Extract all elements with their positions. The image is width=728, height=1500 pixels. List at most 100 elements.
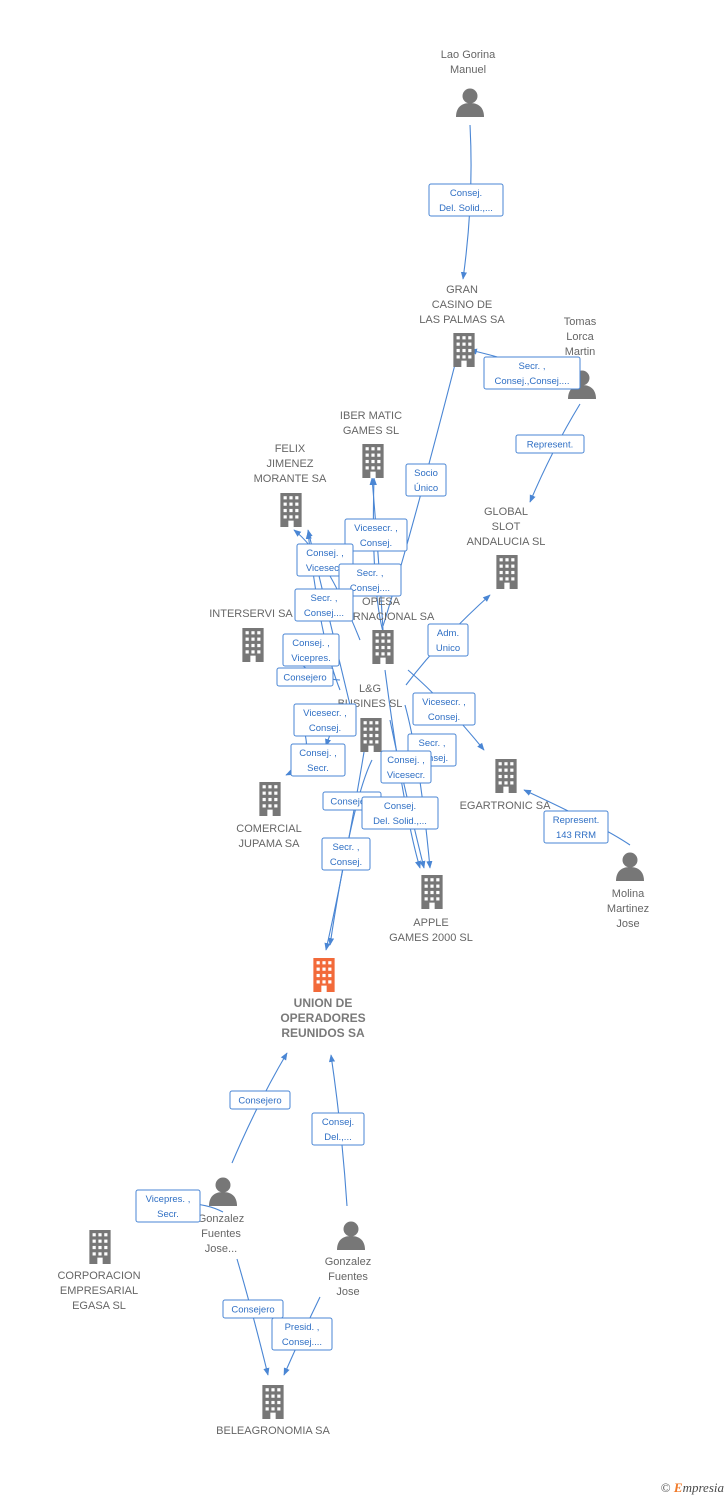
node-label-line: REUNIDOS SA <box>281 1026 365 1040</box>
edge-role-label[interactable]: Consejero <box>222 1299 284 1319</box>
edge-label-text: Vicesecr. <box>387 770 425 781</box>
edge-role-label[interactable]: Consej.Del. Solid.,... <box>428 183 504 217</box>
edge-label-box <box>294 588 354 622</box>
edge-label-box <box>380 750 432 784</box>
edge-label-box <box>282 633 340 667</box>
edge-role-label[interactable]: Vicesecr. ,Consej. <box>412 692 476 726</box>
edge-role-label[interactable]: Presid. , Consej.... <box>271 1317 333 1351</box>
edge-role-label[interactable]: Vicesecr. ,Consej. <box>293 703 357 737</box>
edge-role-label[interactable]: Vicepres. ,Secr. <box>135 1189 201 1223</box>
edge-label-box <box>361 796 439 830</box>
edge-label-box <box>543 810 609 844</box>
edge-label-box <box>338 563 402 597</box>
node-label-line: Jose <box>616 918 639 930</box>
node-label-line: Jose... <box>205 1243 237 1255</box>
edge-label-box <box>290 743 346 777</box>
edge-label-text: Del. Solid.,... <box>439 203 493 214</box>
edges-layer <box>165 124 631 1376</box>
edge-role-label[interactable]: Secr. , Consej. <box>321 837 371 871</box>
edge-label-text: Consej. <box>330 857 362 868</box>
person-node-gfj1[interactable]: GonzalezFuentesJose... <box>198 1177 244 1256</box>
building-icon <box>421 875 443 909</box>
node-label-line: MORANTE SA <box>254 473 327 485</box>
edge-role-label[interactable]: Vicesecr. ,Consej. <box>344 518 408 552</box>
edge-label-text: Secr. <box>157 1209 179 1220</box>
edge-role-label[interactable]: Represent.143 RRM <box>543 810 609 844</box>
edge-label-text: Consejero <box>238 1096 281 1107</box>
edge-label-box <box>483 356 581 390</box>
person-icon <box>209 1177 237 1206</box>
edge-label-text: Consejero <box>283 673 326 684</box>
edge-label-box <box>271 1317 333 1351</box>
edge-label-box <box>229 1090 291 1110</box>
edge-role-label[interactable]: Consej. ,Vicepres. <box>282 633 340 667</box>
building-icon <box>89 1230 111 1264</box>
building-icon <box>360 718 382 752</box>
edge-role-label[interactable]: Consej. ,Vicesecr. <box>380 750 432 784</box>
building-icon <box>262 1385 284 1419</box>
node-label-line: Tomas <box>564 316 597 328</box>
edge-role-label[interactable]: Secr. ,Consej.,Consej.... <box>483 356 581 390</box>
edge-label-text: Consejero <box>330 797 373 808</box>
edge-role-label[interactable]: Consejero <box>229 1090 291 1110</box>
edge-label-text: Vicesecr. , <box>303 708 347 719</box>
node-label-line: APPLE <box>413 917 448 929</box>
edge-label-text: Secr. , <box>519 361 546 372</box>
edge-role-label[interactable]: Consej. ,Secr. <box>290 743 346 777</box>
edge-label-text: Presid. , <box>285 1322 320 1333</box>
node-label-line: GLOBAL <box>484 506 528 518</box>
edge-label-text: Consej.... <box>350 583 390 594</box>
node-label-line: EMPRESARIAL <box>60 1285 138 1297</box>
edge-label-box <box>276 667 334 687</box>
node-label-line: Manuel <box>450 64 486 76</box>
company-node-egartronic[interactable]: EGARTRONIC SA <box>460 759 552 812</box>
edge-label-text: Secr. , <box>333 842 360 853</box>
edge-role-label[interactable]: Secr. ,Consej.... <box>294 588 354 622</box>
person-icon <box>337 1221 365 1250</box>
edge-label-text: Represent. <box>527 440 573 451</box>
edge-label-text: Consej.... <box>282 1337 322 1348</box>
node-label-line: Lao Gorina <box>441 49 496 61</box>
edge-label-text: Vicesecr. <box>306 563 344 574</box>
edge-label-box <box>222 1299 284 1319</box>
building-icon <box>362 444 384 478</box>
building-icon <box>496 555 518 589</box>
person-icon <box>456 88 484 117</box>
node-label-line: SLOT <box>492 521 521 533</box>
node-label-line: EGARTRONIC SA <box>460 800 552 812</box>
edge-role-label[interactable]: Consej.Del. Solid.,... <box>361 796 439 830</box>
edge-role-label[interactable]: Consejero <box>276 667 334 687</box>
node-label-line: Gonzalez <box>198 1213 244 1225</box>
edge-label-text: Unico <box>436 643 460 654</box>
edge-role-label[interactable]: Represent. <box>515 434 585 454</box>
company-node-interservi[interactable]: INTERSERVI SA <box>209 608 293 662</box>
edge-label-text: Secr. , <box>311 593 338 604</box>
edge-role-label[interactable]: Adm.Unico <box>427 623 469 657</box>
edge-label-text: Vicepres. <box>291 653 330 664</box>
node-label-line: Fuentes <box>328 1271 368 1283</box>
node-label-line: Fuentes <box>201 1228 241 1240</box>
edge-role-label[interactable]: Consej.Del.,... <box>311 1112 365 1146</box>
node-label-line: BELEAGRONOMIA SA <box>216 1425 330 1437</box>
relationship-edge <box>384 669 421 869</box>
node-label-line: GAMES SL <box>343 425 399 437</box>
building-icon <box>280 493 302 527</box>
edge-label-box <box>293 703 357 737</box>
edge-role-label[interactable]: Secr. ,Consej.... <box>338 563 402 597</box>
company-node-beleagronomia[interactable]: BELEAGRONOMIA SA <box>216 1385 331 1437</box>
